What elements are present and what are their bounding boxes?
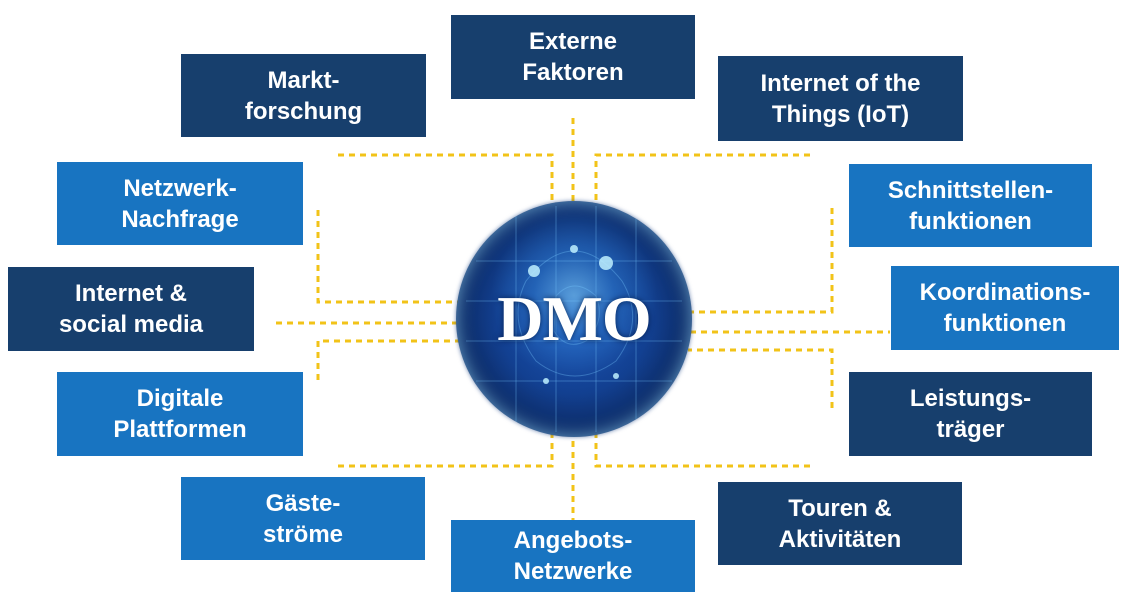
connector-leistungstraeger (688, 348, 834, 408)
node-label-line-2: Nachfrage (121, 205, 239, 233)
node-leistungstraeger: Leistungs- träger (849, 372, 1092, 456)
dmo-label: DMO (497, 283, 651, 354)
connector-schnittstellenfunktionen (688, 208, 834, 314)
node-koordinationsfunktionen: Koordinations- funktionen (891, 266, 1119, 350)
node-label-line-2: träger (936, 416, 1005, 443)
node-label-line-1: Netzwerk- (123, 174, 237, 202)
node-label-line-1: Internet of the (760, 69, 921, 97)
node-label-line-2: Faktoren (522, 59, 624, 86)
node-label-line-1: Leistungs- (909, 385, 1032, 412)
node-label-line-2: social media (58, 311, 204, 338)
node-label-line-1: Externe (528, 28, 618, 55)
node-gaestestroeme: Gäste- ströme (181, 477, 425, 560)
node-label-line-2: funktionen (943, 310, 1067, 337)
circuit-brain-graphic (466, 206, 682, 432)
node-angebots-netzwerke: Angebots- Netzwerke (451, 520, 695, 592)
node-label-line-1: Angebots- (513, 527, 633, 554)
node-label-line-1: Koordinations- (919, 279, 1091, 306)
connector-gaestestroeme (338, 425, 554, 468)
node-netzwerk-nachfrage: Netzwerk- Nachfrage (57, 162, 303, 245)
connector-digitale-plattformen (316, 339, 462, 380)
node-label-line-2: Plattformen (113, 416, 247, 443)
node-label-line-1: Markt- (267, 66, 340, 94)
node-externe-faktoren: Externe Faktoren (451, 15, 695, 99)
node-internet-social-media: Internet & social media (8, 267, 254, 351)
connector-internet-of-things (594, 153, 810, 212)
node-label-line-1: Schnittstellen- (887, 176, 1054, 204)
dmo-center-circle: DMO (456, 201, 692, 437)
node-internet-of-things: Internet of the Things (IoT) (718, 56, 963, 141)
connector-netzwerk-nachfrage (316, 210, 462, 304)
node-touren-aktivitaeten: Touren & Aktivitäten (718, 482, 962, 565)
node-label-line-2: forschung (244, 97, 363, 125)
node-label-line-2: funktionen (909, 207, 1032, 235)
connector-marktforschung (338, 153, 554, 212)
node-schnittstellenfunktionen: Schnittstellen- funktionen (849, 164, 1092, 247)
node-marktforschung: Markt- forschung (181, 54, 426, 137)
node-label-line-2: ströme (262, 520, 344, 548)
node-label-line-1: Internet & (74, 280, 187, 307)
node-label-line-1: Touren & (788, 494, 892, 522)
node-label-line-1: Digitale (136, 385, 224, 412)
node-digitale-plattformen: Digitale Plattformen (57, 372, 303, 456)
node-label-line-2: Things (IoT) (771, 100, 910, 128)
node-label-line-2: Netzwerke (513, 558, 633, 585)
node-label-line-2: Aktivitäten (778, 525, 902, 553)
node-label-line-1: Gäste- (265, 489, 341, 517)
connector-touren-aktivitaeten (594, 425, 810, 468)
